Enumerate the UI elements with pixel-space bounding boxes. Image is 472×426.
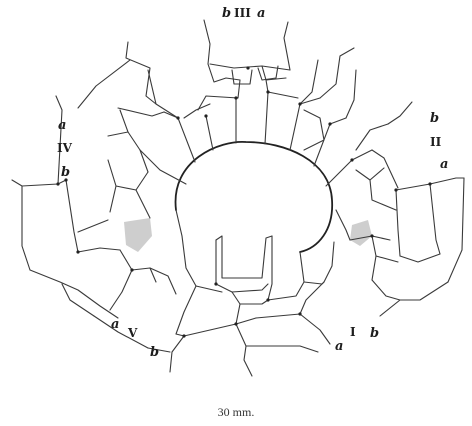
bottom-cells — [147, 235, 331, 377]
label-bottom-right-a: a — [335, 339, 343, 354]
label-top-roman: III — [234, 6, 251, 20]
shaded-cell-left — [124, 218, 152, 252]
label-right-b: b — [430, 111, 439, 126]
label-bottom-left-b: b — [150, 345, 159, 360]
label-bottom-right-roman: I — [350, 325, 356, 339]
right-cells — [323, 101, 465, 317]
central-arch-left-leg — [175, 209, 183, 237]
shaded-cell-right — [350, 220, 372, 246]
left-cells — [11, 95, 177, 349]
figure-caption: 30 mm. — [218, 405, 255, 419]
label-right-roman: II — [430, 135, 442, 149]
label-left-roman: IV — [57, 141, 73, 155]
central-arch — [174, 141, 333, 253]
label-left-a: a — [58, 118, 66, 133]
label-right-a: a — [440, 157, 448, 172]
label-bottom-left-a: a — [111, 317, 119, 332]
wall-junctions — [56, 66, 432, 338]
radial-walls — [139, 91, 373, 187]
label-top-b: b — [222, 6, 231, 21]
top-cells — [77, 19, 357, 151]
label-bottom-right-b: b — [370, 326, 379, 341]
label-left-b: b — [61, 165, 70, 180]
label-top-a: a — [257, 6, 265, 21]
top-center-cluster — [231, 65, 279, 85]
label-bottom-left-roman: V — [127, 326, 138, 340]
